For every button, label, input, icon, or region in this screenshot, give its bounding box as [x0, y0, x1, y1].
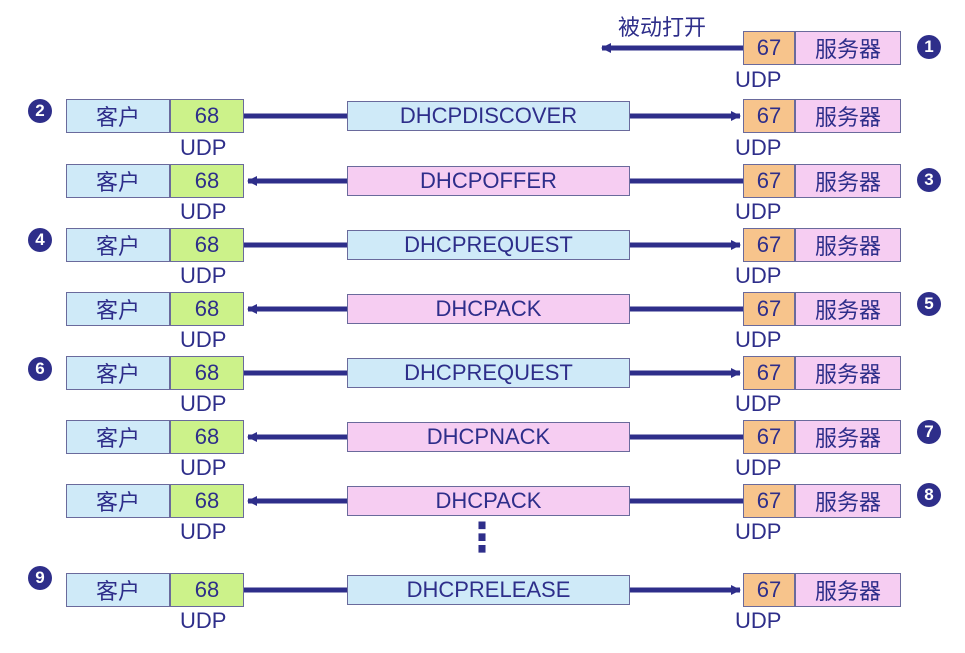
- server-udp-9: UDP: [735, 608, 782, 633]
- step-number-2: 2: [28, 99, 52, 123]
- server-udp-2: UDP: [735, 135, 782, 160]
- client-box-3: 客户: [66, 164, 170, 198]
- step-number-8: 8: [917, 483, 941, 507]
- client-port-9: 68: [170, 573, 244, 607]
- step-number-5: 5: [917, 292, 941, 316]
- client-box-4: 客户: [66, 228, 170, 262]
- server-box-4: 服务器: [795, 228, 901, 262]
- server-port-3: 67: [743, 164, 795, 198]
- client-udp-5: UDP: [180, 327, 227, 352]
- client-box-5: 客户: [66, 292, 170, 326]
- server-box-3: 服务器: [795, 164, 901, 198]
- server-port-5: 67: [743, 292, 795, 326]
- message-6: DHCPREQUEST: [347, 358, 630, 388]
- message-4: DHCPREQUEST: [347, 230, 630, 260]
- server-box-2: 服务器: [795, 99, 901, 133]
- step-number-1: 1: [917, 35, 941, 59]
- server-udp-1: UDP: [735, 67, 782, 92]
- client-port-5: 68: [170, 292, 244, 326]
- server-port-6: 67: [743, 356, 795, 390]
- server-udp-6: UDP: [735, 391, 782, 416]
- client-udp-9: UDP: [180, 608, 227, 633]
- message-9: DHCPRELEASE: [347, 575, 630, 605]
- server-box-6: 服务器: [795, 356, 901, 390]
- server-port-4: 67: [743, 228, 795, 262]
- client-box-8: 客户: [66, 484, 170, 518]
- server-box-9: 服务器: [795, 573, 901, 607]
- client-box-9: 客户: [66, 573, 170, 607]
- client-udp-3: UDP: [180, 199, 227, 224]
- step-number-9: 9: [28, 566, 52, 590]
- server-box-7: 服务器: [795, 420, 901, 454]
- server-box-8: 服务器: [795, 484, 901, 518]
- message-8: DHCPACK: [347, 486, 630, 516]
- message-3: DHCPOFFER: [347, 166, 630, 196]
- client-port-4: 68: [170, 228, 244, 262]
- server-udp-4: UDP: [735, 263, 782, 288]
- passive-open-label: 被动打开: [618, 15, 707, 40]
- server-port-1: 67: [743, 31, 795, 65]
- server-port-7: 67: [743, 420, 795, 454]
- server-udp-8: UDP: [735, 519, 782, 544]
- server-port-9: 67: [743, 573, 795, 607]
- client-port-6: 68: [170, 356, 244, 390]
- ellipsis-dots: ⋮: [462, 515, 502, 561]
- client-port-2: 68: [170, 99, 244, 133]
- server-port-2: 67: [743, 99, 795, 133]
- server-udp-5: UDP: [735, 327, 782, 352]
- client-udp-7: UDP: [180, 455, 227, 480]
- server-port-8: 67: [743, 484, 795, 518]
- server-box-1: 服务器: [795, 31, 901, 65]
- client-udp-6: UDP: [180, 391, 227, 416]
- message-5: DHCPACK: [347, 294, 630, 324]
- server-udp-7: UDP: [735, 455, 782, 480]
- client-port-8: 68: [170, 484, 244, 518]
- client-udp-2: UDP: [180, 135, 227, 160]
- message-7: DHCPNACK: [347, 422, 630, 452]
- client-port-3: 68: [170, 164, 244, 198]
- client-box-7: 客户: [66, 420, 170, 454]
- step-number-7: 7: [917, 420, 941, 444]
- server-udp-3: UDP: [735, 199, 782, 224]
- server-box-5: 服务器: [795, 292, 901, 326]
- message-2: DHCPDISCOVER: [347, 101, 630, 131]
- client-udp-8: UDP: [180, 519, 227, 544]
- client-box-2: 客户: [66, 99, 170, 133]
- step-number-4: 4: [28, 228, 52, 252]
- step-number-6: 6: [28, 357, 52, 381]
- step-number-3: 3: [917, 168, 941, 192]
- client-udp-4: UDP: [180, 263, 227, 288]
- client-port-7: 68: [170, 420, 244, 454]
- client-box-6: 客户: [66, 356, 170, 390]
